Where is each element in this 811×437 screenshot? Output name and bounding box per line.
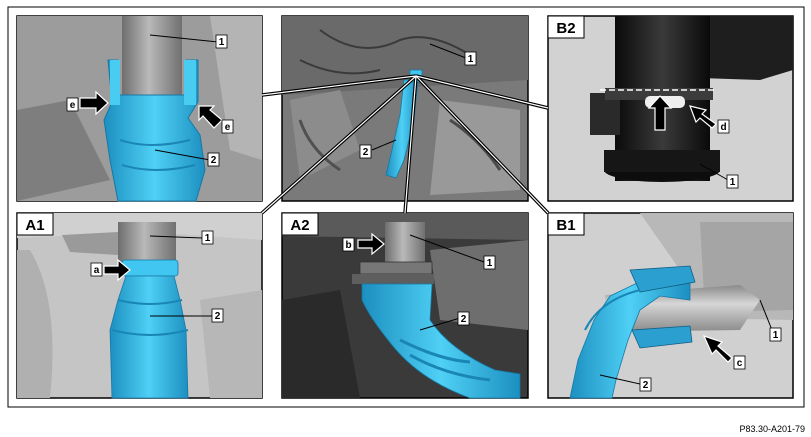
panel-label-a2: A2 — [290, 217, 309, 234]
callout-tl-1: 1 — [219, 37, 225, 48]
callout-b1-2: 2 — [643, 380, 649, 391]
callout-b1-c: c — [737, 358, 743, 369]
panel-a2 — [281, 212, 529, 399]
panel-top-left — [16, 15, 263, 202]
callout-a1-1: 1 — [205, 233, 211, 244]
panel-b1 — [547, 212, 794, 399]
callout-b2-1: 1 — [730, 177, 736, 188]
callout-a2-2: 2 — [461, 314, 467, 325]
figure-id: P83.30-A201-79 — [739, 424, 805, 434]
callout-center-1: 1 — [468, 54, 474, 65]
panel-b2 — [547, 15, 794, 202]
callout-a2-1: 1 — [487, 258, 493, 269]
callout-b2-d: d — [720, 122, 726, 133]
panel-label-a1: A1 — [25, 217, 44, 234]
panel-label-b1: B1 — [556, 217, 575, 234]
callout-center-2: 2 — [363, 147, 369, 158]
panel-label-b2: B2 — [556, 20, 575, 37]
callout-a2-b: b — [345, 240, 351, 251]
callout-tl-e-right: e — [225, 122, 231, 133]
detail-connector-highlights — [261, 75, 549, 214]
panel-a1 — [16, 212, 263, 399]
callout-a1-2: 2 — [215, 311, 221, 322]
callout-b1-1: 1 — [773, 330, 779, 341]
callout-a1-a: a — [94, 265, 100, 276]
callout-tl-2: 2 — [211, 155, 217, 166]
callout-tl-e-left: e — [70, 100, 76, 111]
panel-center-overview — [281, 15, 529, 202]
